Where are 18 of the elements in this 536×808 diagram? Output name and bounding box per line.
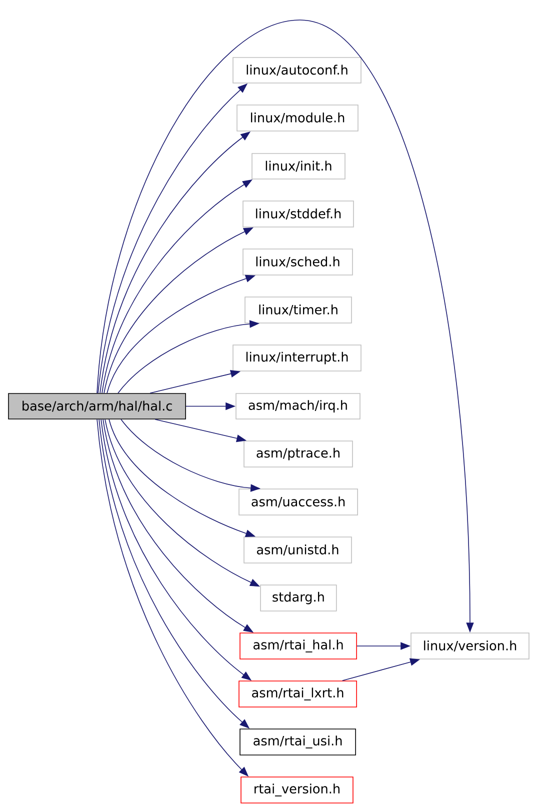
file-box: linux/timer.h	[244, 296, 352, 324]
file-box: stdarg.h	[260, 584, 337, 612]
file-box: asm/unistd.h	[244, 536, 352, 564]
file-box: linux/module.h	[236, 104, 358, 132]
file-box: asm/uaccess.h	[238, 488, 358, 516]
source-file-box: base/arch/arm/hal/hal.c	[8, 393, 186, 420]
file-box: linux/interrupt.h	[232, 344, 362, 372]
file-box: rtai_version.h	[240, 776, 354, 804]
file-box: asm/rtai_lxrt.h	[238, 680, 357, 708]
file-box: linux/version.h	[410, 632, 530, 660]
file-box: linux/sched.h	[242, 248, 353, 276]
file-box: linux/stddef.h	[242, 200, 354, 228]
file-box: asm/rtai_usi.h	[240, 728, 356, 756]
file-box: asm/mach/irq.h	[236, 393, 360, 420]
file-box: asm/rtai_hal.h	[240, 632, 357, 660]
file-box: linux/autoconf.h	[232, 57, 362, 84]
file-box: asm/ptrace.h	[244, 440, 353, 468]
file-box: linux/init.h	[252, 153, 346, 180]
